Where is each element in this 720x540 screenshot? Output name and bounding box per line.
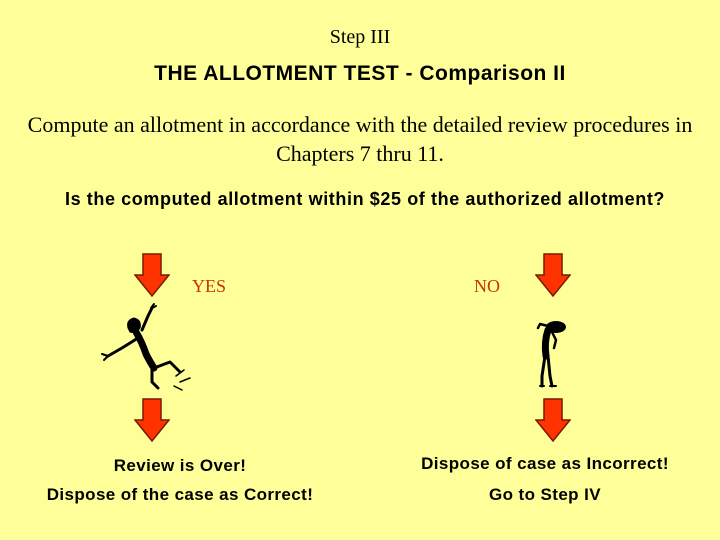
no-outcome: Dispose of case as Incorrect! Go to Step… bbox=[380, 448, 710, 510]
yes-outcome-line2: Dispose of the case as Correct! bbox=[46, 485, 314, 504]
down-arrow-icon bbox=[535, 398, 571, 442]
no-outcome-line1: Dispose of case as Incorrect! bbox=[421, 454, 669, 473]
decision-question: Is the computed allotment within $25 of … bbox=[64, 189, 666, 209]
down-arrow-icon bbox=[134, 253, 170, 297]
down-arrow-icon bbox=[134, 398, 170, 442]
jumping-person-icon bbox=[101, 303, 191, 391]
no-label: NO bbox=[474, 276, 500, 296]
main-title: THE ALLOTMENT TEST - Comparison II bbox=[154, 62, 566, 85]
yes-label: YES bbox=[192, 276, 227, 296]
no-outcome-line2: Go to Step IV bbox=[489, 485, 601, 504]
step-label: Step III bbox=[329, 26, 391, 48]
yes-outcome: Review is Over! Dispose of the case as C… bbox=[10, 451, 350, 509]
down-arrow-icon bbox=[535, 253, 571, 297]
slumped-person-icon bbox=[536, 321, 566, 388]
instruction-text: Compute an allotment in accordance with … bbox=[27, 112, 693, 166]
yes-outcome-line1: Review is Over! bbox=[113, 456, 247, 475]
